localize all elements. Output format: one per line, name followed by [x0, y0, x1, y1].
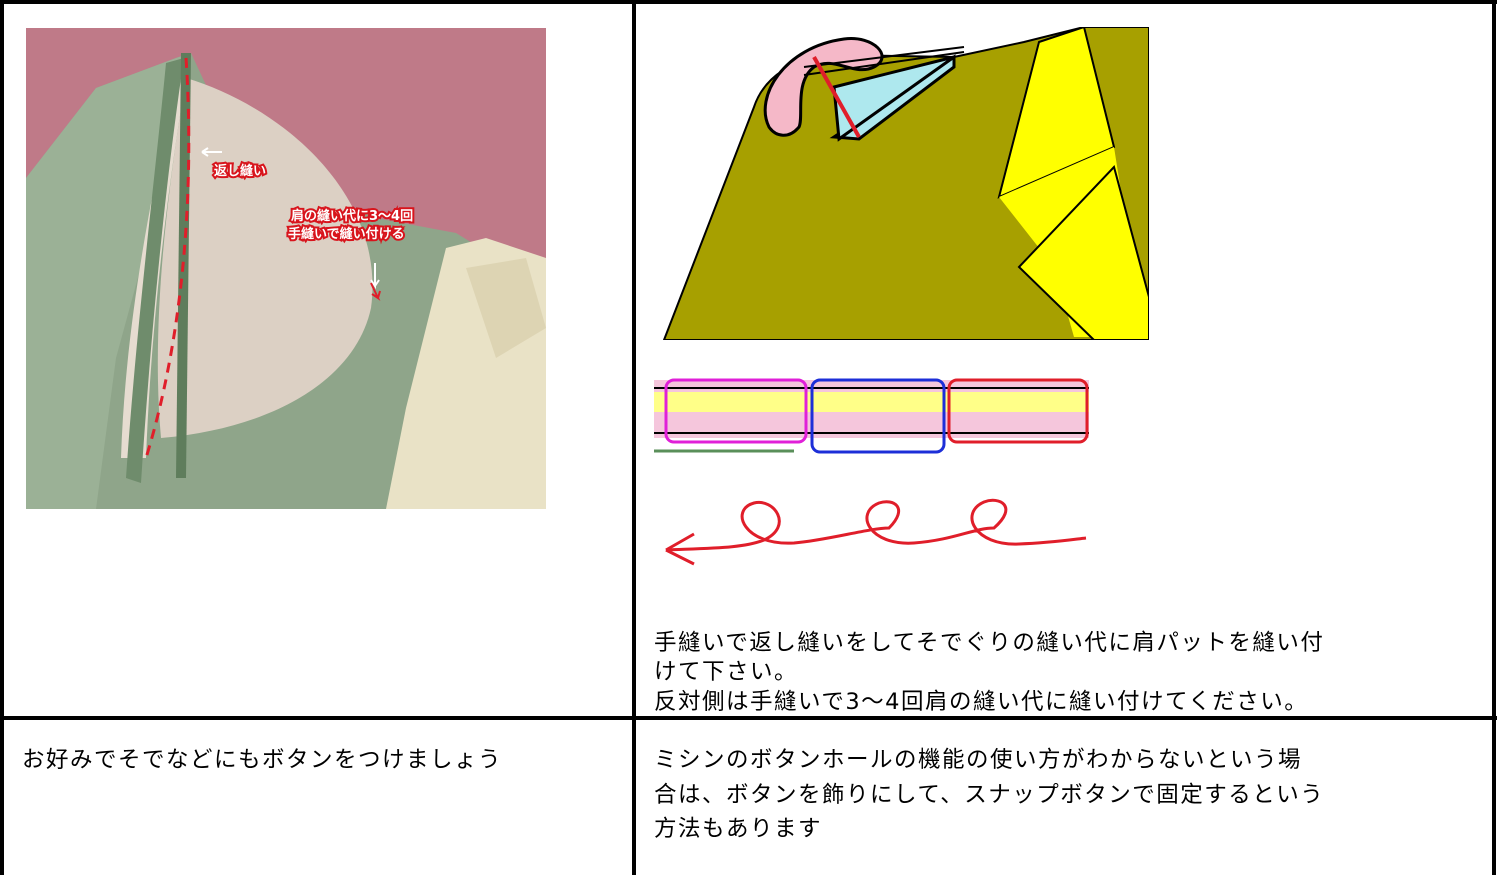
shoulder-pad-photo: 返し縫い 肩の縫い代に3〜4回 手縫いで縫い付ける: [26, 28, 546, 509]
instruction-line-2: けて下さい。: [654, 659, 799, 685]
table-border-top: [0, 0, 1497, 4]
table-border-left: [0, 0, 4, 875]
buttonhole-tip-line-3: 方法もあります: [654, 816, 823, 842]
buttonhole-tip-line-1: ミシンのボタンホールの機能の使い方がわからないという場: [654, 747, 1303, 773]
shoulder-pad-diagram: [654, 25, 1150, 341]
stitch-layers-diagram: [654, 358, 1089, 458]
table-divider-horizontal: [0, 716, 1497, 720]
table-divider-vertical: [632, 0, 636, 875]
buttonhole-tip-line-2: 合は、ボタンを飾りにして、スナップボタンで固定するという: [654, 782, 1325, 808]
instruction-line-1: 手縫いで返し縫いをしてそでぐりの縫い代に肩パットを縫い付: [654, 630, 1325, 656]
table-border-right: [1492, 0, 1496, 875]
attach-label-line1: 肩の縫い代に3〜4回: [291, 208, 413, 224]
instruction-line-3: 反対側は手縫いで3〜4回肩の縫い代に縫い付けてください。: [654, 689, 1309, 715]
attach-label-line2: 手縫いで縫い付ける: [288, 226, 405, 242]
backstitch-label: 返し縫い: [214, 163, 266, 179]
button-suggestion-text: お好みでそでなどにもボタンをつけましょう: [22, 747, 503, 773]
backstitch-loops-diagram: [654, 488, 1089, 570]
